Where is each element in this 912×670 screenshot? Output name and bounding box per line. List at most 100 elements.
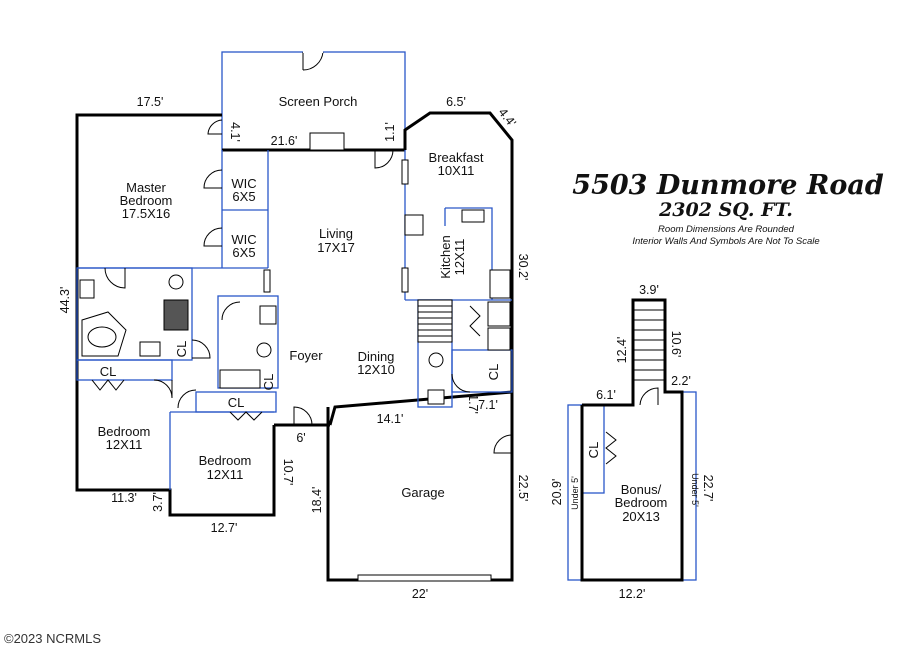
- label-wic2: WIC: [231, 232, 256, 247]
- dim-12-7: 12.7': [211, 521, 238, 535]
- property-address: 5503 Dunmore Road: [572, 170, 884, 201]
- label-bedroom2-size: 12X11: [207, 467, 244, 482]
- master-shower: [163, 299, 189, 331]
- hall-tub: [219, 369, 261, 389]
- living-door: [374, 149, 394, 169]
- garage-entry-door: [493, 434, 513, 454]
- label-screen-porch: Screen Porch: [279, 94, 358, 109]
- master-sink2: [139, 341, 161, 357]
- dim-7-1: 7.1': [478, 398, 498, 412]
- master-closet-bifold: [91, 379, 125, 391]
- foyer-door: [293, 406, 313, 426]
- living-window: [401, 267, 409, 293]
- dim-22: 22': [412, 587, 428, 601]
- dim-10-6: 10.6': [669, 331, 683, 358]
- master-sink: [79, 279, 95, 299]
- kitchen-sink: [461, 209, 485, 223]
- dryer: [487, 327, 511, 351]
- half-bath-toilet: [428, 352, 444, 368]
- label-master-line2: Bedroom: [120, 193, 173, 208]
- label-bonus-line2: Bedroom: [615, 495, 668, 510]
- bonus-stairs: [633, 309, 665, 381]
- label-bedroom2: Bedroom: [199, 453, 252, 468]
- master-tub-basin: [87, 326, 117, 348]
- dim-3-9: 3.9': [639, 283, 659, 297]
- hall-toilet: [256, 342, 272, 358]
- label-cl-bath: CL: [174, 341, 189, 358]
- bonus-door: [639, 387, 659, 406]
- dim-14-1: 14.1': [377, 412, 404, 426]
- master-closet: [76, 359, 173, 381]
- dim-2-2: 2.2': [671, 374, 691, 388]
- dim-10-7: 10.7': [281, 459, 295, 486]
- half-bath-sink: [427, 389, 445, 405]
- fireplace: [309, 132, 345, 151]
- dim-18-4: 18.4': [310, 487, 324, 514]
- label-wic2-size: 6X5: [232, 245, 255, 260]
- pantry: [451, 349, 513, 393]
- label-bonus-line1: Bonus/: [621, 482, 662, 497]
- dim-22-7: 22.7': [701, 475, 715, 502]
- label-wic1: WIC: [231, 176, 256, 191]
- dim-6: 6': [296, 431, 305, 445]
- foyer-window: [263, 269, 271, 293]
- label-breakfast: Breakfast: [429, 150, 484, 165]
- label-kitchen-size: 12X11: [452, 239, 467, 276]
- dim-6-1: 6.1': [596, 388, 616, 402]
- dim-21-6: 21.6': [271, 134, 298, 148]
- dim-3-7: 3.7': [151, 492, 165, 512]
- dim-1-1: 1.1': [383, 122, 397, 142]
- label-garage: Garage: [401, 485, 444, 500]
- bonus-closet-bifold: [605, 431, 617, 465]
- dim-11-3: 11.3': [111, 491, 137, 505]
- bonus-exterior-wall: [580, 298, 684, 582]
- main-stairs: [417, 299, 453, 343]
- label-bonus-size: 20X13: [622, 509, 660, 524]
- label-living: Living: [319, 226, 353, 241]
- label-living-size: 17X17: [317, 240, 355, 255]
- wic1-door: [203, 169, 223, 189]
- note-rounded: Room Dimensions Are Rounded: [658, 224, 795, 235]
- dim-4-1: 4.1': [228, 122, 242, 142]
- note-scale: Interior Walls And Symbols Are Not To Sc…: [632, 236, 819, 247]
- label-cl-bedroom2: CL: [228, 395, 245, 410]
- label-bedroom1-size: 12X11: [106, 437, 143, 452]
- label-wic1-size: 6X5: [232, 189, 255, 204]
- closet-door: [191, 339, 211, 359]
- kitchen-counter: [444, 207, 493, 300]
- dim-17-5: 17.5': [137, 95, 164, 109]
- label-cl-pantry: CL: [486, 364, 501, 381]
- bedroom1-door: [153, 379, 173, 399]
- wic2-door: [203, 227, 223, 247]
- dim-12-2: 12.2': [619, 587, 646, 601]
- square-footage: 2302 SQ. FT.: [658, 199, 793, 221]
- copyright-watermark: ©2023 NCRMLS: [4, 631, 101, 646]
- label-cl-bonus: CL: [586, 442, 601, 459]
- kitchen-window: [401, 159, 409, 185]
- dim-6-5: 6.5': [446, 95, 466, 109]
- label-cl-hall: CL: [261, 374, 276, 391]
- label-kitchen: Kitchen: [438, 235, 453, 278]
- dim-22-5: 22.5': [516, 475, 530, 502]
- bath-door: [104, 267, 126, 289]
- hall-sink: [259, 305, 277, 325]
- laundry-door: [469, 305, 481, 337]
- label-cl-master: CL: [100, 364, 117, 379]
- dim-1-7: 1.7': [466, 394, 480, 414]
- label-under5-right: Under 5': [690, 473, 700, 507]
- label-dining: Dining: [358, 349, 395, 364]
- garage-door: [357, 574, 492, 582]
- master-toilet: [168, 274, 184, 290]
- breakfast-exterior-wall: [328, 111, 514, 426]
- porch-living-door: [207, 119, 223, 135]
- label-under5-left: Under 5': [570, 476, 580, 510]
- washer: [487, 301, 511, 327]
- label-dining-size: 12X10: [357, 362, 395, 377]
- dim-12-4: 12.4': [615, 337, 629, 364]
- dim-44-3: 44.3': [58, 287, 72, 314]
- bedroom2-door: [177, 389, 197, 409]
- label-master-line1: Master: [126, 180, 166, 195]
- dim-30-2: 30.2': [516, 254, 530, 281]
- label-breakfast-size: 10X11: [438, 163, 475, 178]
